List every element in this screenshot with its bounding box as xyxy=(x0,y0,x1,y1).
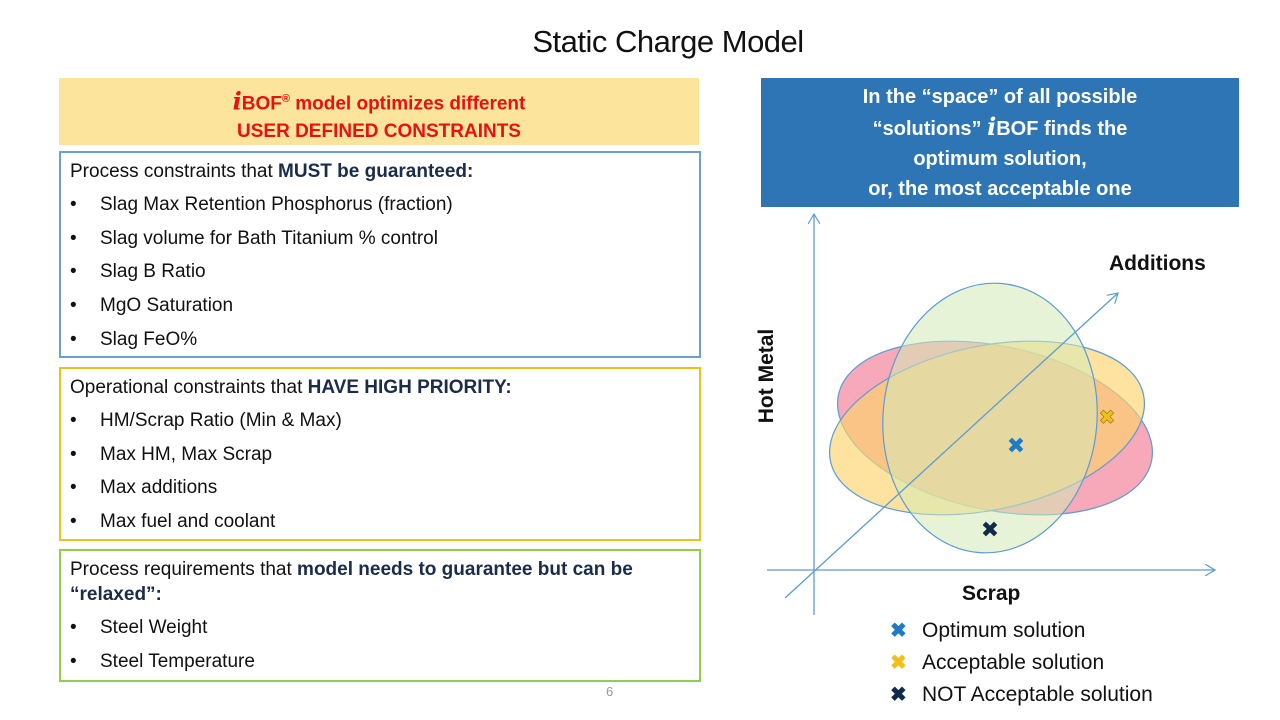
list-item: Steel Weight xyxy=(70,614,690,648)
list-item: Max fuel and coolant xyxy=(70,508,690,542)
header-line1: model optimizes different xyxy=(289,93,526,115)
scrap-axis-label: Scrap xyxy=(962,582,1021,605)
list-item: Slag Max Retention Phosphorus (fraction) xyxy=(70,191,690,225)
box-lead: Operational constraints that HAVE HIGH P… xyxy=(70,377,512,398)
additions-axis-label: Additions xyxy=(1109,252,1206,275)
dark-x-icon: ✖ xyxy=(890,684,907,706)
list-item: MgO Saturation xyxy=(70,292,690,326)
box-lead: Process requirements that model needs to… xyxy=(70,559,633,605)
blue-x-icon: ✖ xyxy=(890,620,907,642)
relaxed-requirements-box: Process requirements that model needs to… xyxy=(59,549,701,682)
constraints-header: iBOF® model optimizes different USER DEF… xyxy=(59,78,699,145)
registered-mark: ® xyxy=(281,93,290,105)
not-acceptable-marker: ✖ xyxy=(981,518,999,543)
callout-line: “solutions” iBOF finds the xyxy=(872,112,1128,141)
slide-title: Static Charge Model xyxy=(532,24,804,59)
optimum-marker: ✖ xyxy=(1007,434,1025,459)
yellow-x-icon: ✖ xyxy=(890,652,907,674)
legend-item-acceptable: ✖Acceptable solution xyxy=(890,648,1153,680)
header-line2: USER DEFINED CONSTRAINTS xyxy=(237,121,521,143)
page-number: 6 xyxy=(606,684,614,699)
brand: BOF xyxy=(241,93,282,115)
list-item: Slag B Ratio xyxy=(70,258,690,292)
legend: ✖Optimum solution ✖Acceptable solution ✖… xyxy=(890,616,1153,712)
legend-item-not-acceptable: ✖NOT Acceptable solution xyxy=(890,680,1153,712)
list-item: Steel Temperature xyxy=(70,648,690,682)
list-item: Max HM, Max Scrap xyxy=(70,441,690,475)
list-item: Slag FeO% xyxy=(70,326,690,360)
list-item: HM/Scrap Ratio (Min & Max) xyxy=(70,407,690,441)
list-item: Slag volume for Bath Titanium % control xyxy=(70,225,690,259)
brand-i: i xyxy=(232,86,242,116)
hot-metal-axis-label: Hot Metal xyxy=(755,328,778,424)
constraint-region-green xyxy=(882,282,1098,554)
box-lead: Process constraints that MUST be guarant… xyxy=(70,161,474,182)
must-constraints-box: Process constraints that MUST be guarant… xyxy=(59,151,701,358)
acceptable-marker: ✖ xyxy=(1099,405,1116,429)
legend-item-optimum: ✖Optimum solution xyxy=(890,616,1153,648)
callout-line: or, the most acceptable one xyxy=(868,178,1132,200)
solution-space-callout: In the “space” of all possible “solution… xyxy=(761,78,1239,207)
priority-constraints-box: Operational constraints that HAVE HIGH P… xyxy=(59,367,701,541)
callout-line: In the “space” of all possible xyxy=(862,86,1138,108)
z-axis xyxy=(784,293,1118,599)
callout-line: optimum solution, xyxy=(913,148,1087,170)
list-item: Max additions xyxy=(70,474,690,508)
